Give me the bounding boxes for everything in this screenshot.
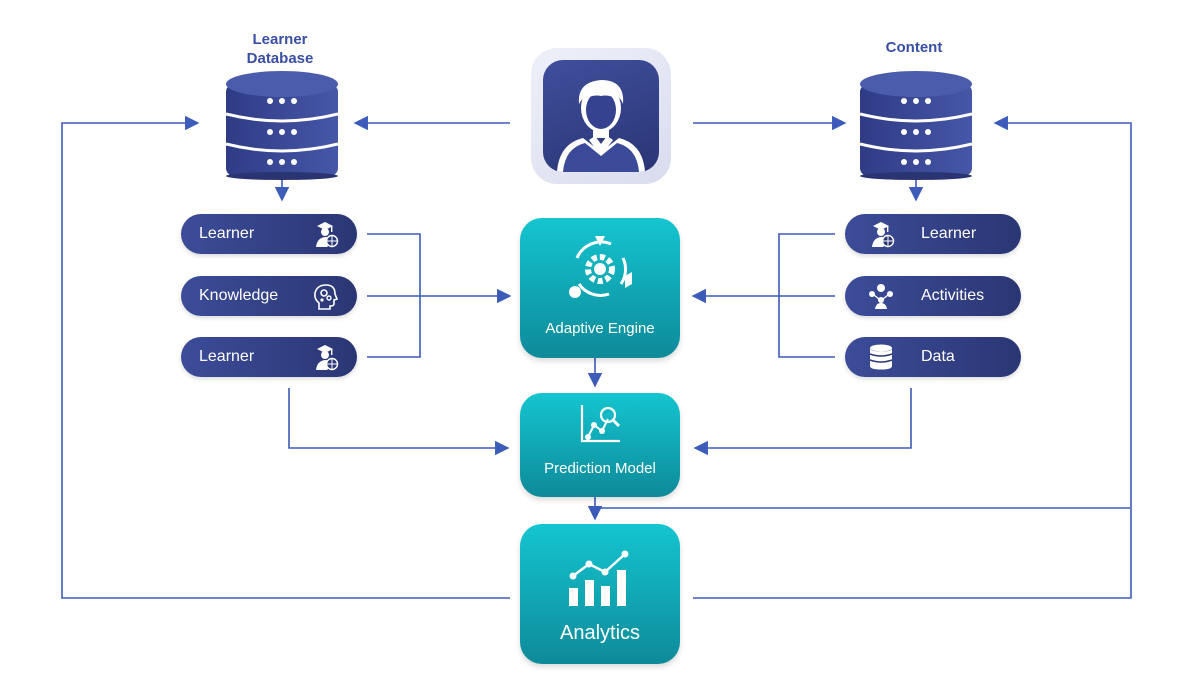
activities-network-icon <box>869 284 893 309</box>
database-icon <box>226 71 338 180</box>
graduate-globe-icon <box>316 345 339 371</box>
right-item-label: Data <box>921 348 955 365</box>
left-item-label: Learner <box>199 225 255 242</box>
prediction-model-card: Prediction Model <box>520 393 680 497</box>
graduate-globe-icon <box>872 222 895 248</box>
gear-cycle-icon <box>569 236 632 298</box>
analytics-label: Analytics <box>559 622 641 644</box>
adaptive-engine-label: Adaptive Engine <box>545 320 655 337</box>
learner-database-title-line2: Database <box>246 50 314 67</box>
prediction-model-label: Prediction Model <box>544 460 656 477</box>
graduate-globe-icon <box>316 222 339 248</box>
right-item-label: Activities <box>921 287 985 304</box>
learner-database-title-line1: Learner <box>252 31 308 48</box>
head-gears-icon <box>314 284 339 310</box>
user-card <box>531 48 671 184</box>
user-card-inner <box>543 60 659 172</box>
adaptive-engine-card: Adaptive Engine <box>520 218 680 358</box>
database-icon <box>860 71 972 180</box>
left-item-learner: Learner <box>181 337 357 377</box>
right-item-learner: Learner <box>845 214 1021 254</box>
left-item-label: Knowledge <box>199 287 279 304</box>
learner-database-title: Learner Database <box>220 30 340 68</box>
bar-trend-chart-icon <box>569 550 629 606</box>
right-item-label: Learner <box>921 225 977 242</box>
right-item-activities: Activities <box>845 276 1021 316</box>
analytics-card: Analytics <box>520 524 680 664</box>
right-item-data: Data <box>845 337 1021 377</box>
left-item-knowledge: Knowledge <box>181 276 357 316</box>
chart-magnifier-icon <box>580 405 621 443</box>
database-icon <box>869 344 893 370</box>
left-item-label: Learner <box>199 348 255 365</box>
user-avatar-icon <box>557 80 645 172</box>
content-database-title: Content <box>885 39 943 56</box>
left-item-learner: Learner <box>181 214 357 254</box>
